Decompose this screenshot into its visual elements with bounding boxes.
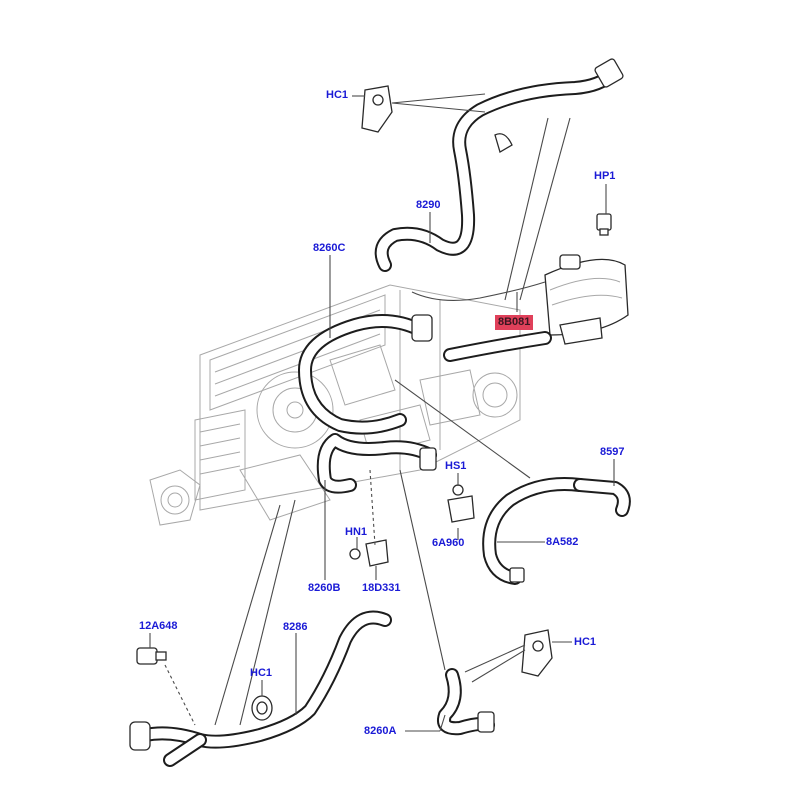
callout-hn1: HN1	[345, 526, 368, 538]
callout-hc1-top: HC1	[326, 89, 349, 101]
hose-8260c	[298, 314, 433, 435]
hp1-sensor	[596, 213, 612, 236]
coolant-expansion-tank	[544, 254, 629, 345]
callout-8260b: 8260B	[308, 582, 341, 594]
callout-hc1-left: HC1	[250, 667, 273, 679]
sensor-12a648	[136, 647, 167, 665]
hs1-screw	[452, 484, 464, 496]
callout-6a960: 6A960	[432, 537, 465, 549]
hc1-clamp-left	[251, 695, 273, 721]
hose-8260b	[316, 433, 437, 494]
hose-8b081-bleed-line	[411, 281, 552, 362]
hc1-clamp-top	[361, 85, 393, 133]
callout-8a582: 8A582	[546, 536, 579, 548]
callout-hc1-right: HC1	[574, 636, 597, 648]
callout-12a648: 12A648	[139, 620, 178, 632]
hose-8290	[374, 58, 624, 272]
callout-8290: 8290	[416, 199, 441, 211]
hose-8286	[129, 610, 392, 767]
bracket-6a960	[447, 495, 475, 523]
hose-8a582	[482, 477, 631, 585]
callout-hs1: HS1	[445, 460, 467, 472]
callout-8260c: 8260C	[313, 242, 346, 254]
hc1-clamp-right	[521, 629, 553, 677]
callout-8260a: 8260A	[364, 725, 397, 737]
callout-8597: 8597	[600, 446, 625, 458]
leader-lines	[149, 93, 615, 732]
callout-hp1: HP1	[594, 170, 616, 182]
bracket-18d331	[365, 539, 389, 567]
callout-8286: 8286	[283, 621, 308, 633]
callout-8b081-highlighted: 8B081	[495, 315, 534, 330]
hose-8260a	[437, 668, 495, 736]
hn1-nut	[349, 548, 361, 560]
callout-18d331: 18D331	[362, 582, 401, 594]
